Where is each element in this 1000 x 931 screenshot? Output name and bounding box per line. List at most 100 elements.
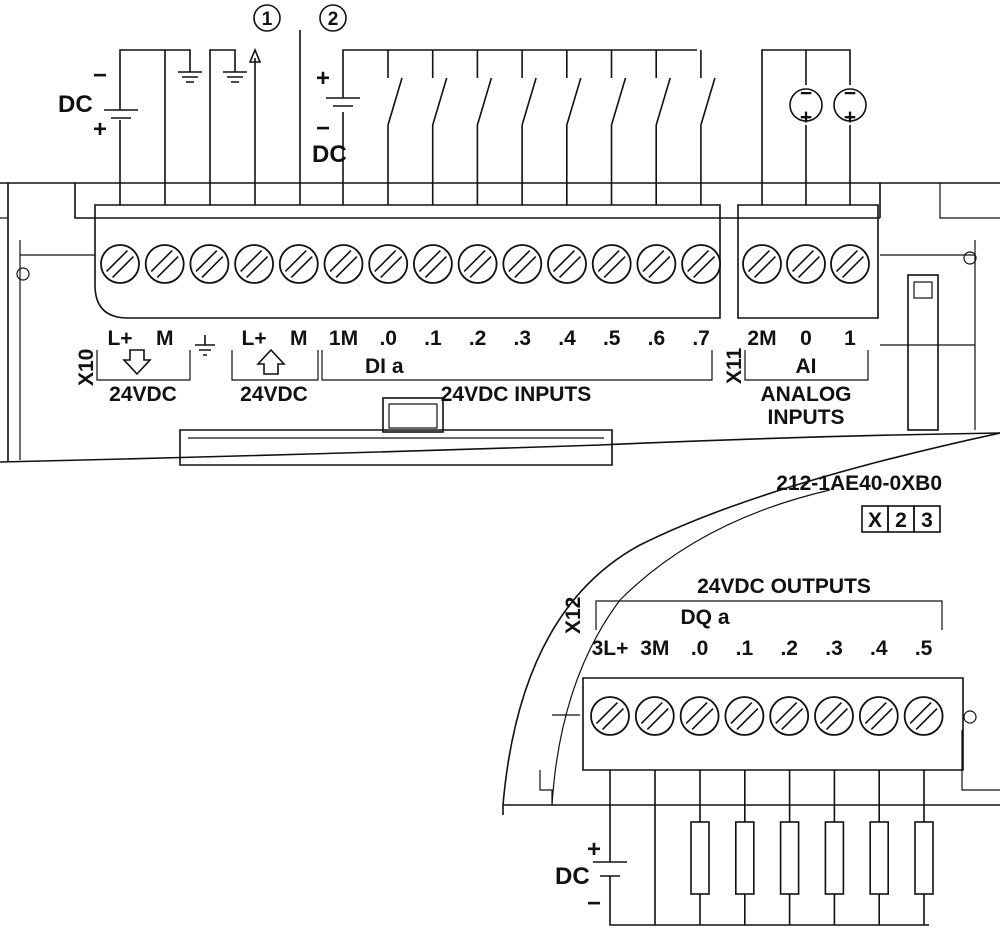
svg-text:−: − — [844, 82, 856, 105]
x12-screw-terminal[interactable] — [769, 696, 810, 736]
module-housing — [0, 182, 1000, 466]
x12-terminal-label: .1 — [736, 637, 754, 660]
group-dq: DQ a — [680, 606, 729, 629]
x12-terminal-label: .2 — [780, 637, 798, 660]
supply-outputs-plus: + — [587, 836, 601, 863]
supply-inputs-minus: − — [316, 115, 330, 142]
ground-symbol-1 — [178, 71, 202, 83]
x12-terminal-label: .0 — [691, 637, 709, 660]
x10-screw-terminal[interactable] — [189, 244, 230, 284]
input-switch — [700, 50, 716, 205]
mount-hole-left — [16, 267, 30, 281]
callout-2 — [319, 4, 347, 32]
x10-screw-terminal[interactable] — [278, 244, 319, 284]
x10-terminal-label: 1M — [329, 327, 358, 350]
supply-left-label: DC — [58, 91, 93, 118]
callout-2-text: 2 — [328, 9, 339, 30]
x10-screw-terminal[interactable] — [591, 244, 632, 284]
input-switch — [610, 50, 627, 205]
power-out-arrow — [256, 348, 286, 375]
x11-id: X11 — [723, 347, 746, 384]
x10-screw-terminal[interactable] — [502, 244, 543, 284]
output-load — [914, 770, 934, 925]
x12-screw-terminal[interactable] — [679, 696, 720, 736]
x12-screw-terminal[interactable] — [634, 696, 675, 736]
x12-terminal-block — [582, 677, 964, 771]
top-wiring: − + DC 1 2 + − DC — [58, 4, 867, 205]
x12-screw-terminal[interactable] — [724, 696, 765, 736]
x10-terminal-label: .7 — [692, 327, 710, 350]
callout-1-text: 1 — [262, 9, 273, 30]
ai-title-2: INPUTS — [767, 406, 844, 429]
supply-left-plus: + — [93, 116, 107, 143]
group-di-title: 24VDC INPUTS — [441, 383, 592, 406]
analog-source-0: − + — [789, 82, 823, 129]
x12-screw-terminal[interactable] — [590, 696, 630, 736]
din-latch — [907, 274, 939, 431]
lower-module: 212-1AE40-0XB0 X 2 3 — [502, 432, 1000, 815]
input-switch — [566, 50, 582, 205]
supply-left-minus: − — [93, 62, 107, 89]
input-switch — [521, 50, 537, 205]
supply-inputs-label: DC — [312, 141, 347, 168]
latch-tab — [382, 397, 444, 433]
svg-text:X: X — [868, 509, 882, 532]
x10-terminal-label: M — [290, 327, 308, 350]
x10-terminal-label: .2 — [469, 327, 487, 350]
input-switch — [655, 50, 671, 205]
x11-terminal-label: 1 — [844, 327, 856, 350]
x12-screw-terminal[interactable] — [903, 696, 944, 736]
x10-screw-terminal[interactable] — [412, 244, 453, 284]
svg-text:−: − — [800, 82, 812, 105]
x10-screw-terminal[interactable] — [636, 244, 677, 284]
x10-screw-terminal[interactable] — [100, 244, 140, 284]
x10-screw-terminal[interactable] — [234, 244, 275, 284]
svg-text:+: + — [800, 106, 812, 129]
x12-screw-terminal[interactable] — [858, 696, 899, 736]
input-switch — [387, 50, 403, 205]
x12-title: 24VDC OUTPUTS — [697, 575, 871, 598]
x10-screw-terminal[interactable] — [547, 244, 587, 284]
x12-terminal-label: .3 — [825, 637, 843, 660]
x10-terminal-label: .6 — [648, 327, 666, 350]
x12-screw-terminal[interactable] — [814, 696, 854, 736]
group-power-out: 24VDC — [240, 383, 308, 406]
x11-terminal-label: 2M — [747, 327, 776, 350]
x12-terminal-label: 3L+ — [592, 637, 629, 660]
svg-text:2: 2 — [895, 509, 907, 532]
power-in-arrow — [122, 349, 152, 376]
ground-symbol-2 — [223, 71, 247, 83]
mount-hole-lower — [963, 710, 977, 724]
x10-terminal-label: .4 — [558, 327, 576, 350]
x10-id: X10 — [75, 349, 98, 386]
x11-screw-terminal[interactable] — [786, 244, 826, 284]
x10-terminal-block — [94, 204, 721, 319]
supply-outputs-label: DC — [555, 863, 590, 890]
x10-terminal-label: .1 — [424, 327, 442, 350]
model-part-number: 212-1AE40-0XB0 — [776, 472, 942, 495]
output-load — [690, 770, 710, 925]
x10-screw-terminal[interactable] — [368, 244, 409, 284]
mount-hole-right — [963, 251, 977, 265]
input-switch — [476, 50, 493, 205]
group-power-in: 24VDC — [109, 383, 177, 406]
group-ai: AI — [796, 355, 817, 378]
x10-screw-terminal[interactable] — [457, 244, 498, 284]
version-boxes: X 2 3 — [861, 505, 941, 533]
input-switch — [431, 50, 448, 205]
x10-screw-terminal[interactable] — [144, 244, 185, 284]
x12-labels: X12 24VDC OUTPUTS DQ a 3L+3M.0.1.2.3.4.5 — [562, 575, 943, 660]
x11-screw-terminal[interactable] — [830, 244, 870, 284]
supply-outputs-minus: − — [587, 890, 601, 917]
callout-1 — [253, 4, 281, 32]
x12-terminal-label: .4 — [870, 637, 888, 660]
x11-screw-terminal[interactable] — [742, 244, 782, 284]
x11-terminal-block — [737, 204, 879, 319]
x10-terminal-label: .3 — [514, 327, 532, 350]
ai-title-1: ANALOG — [761, 383, 852, 406]
x10-terminal-label: .5 — [603, 327, 621, 350]
x10-screw-terminal[interactable] — [681, 244, 721, 284]
x10-screw-terminal[interactable] — [323, 244, 364, 284]
